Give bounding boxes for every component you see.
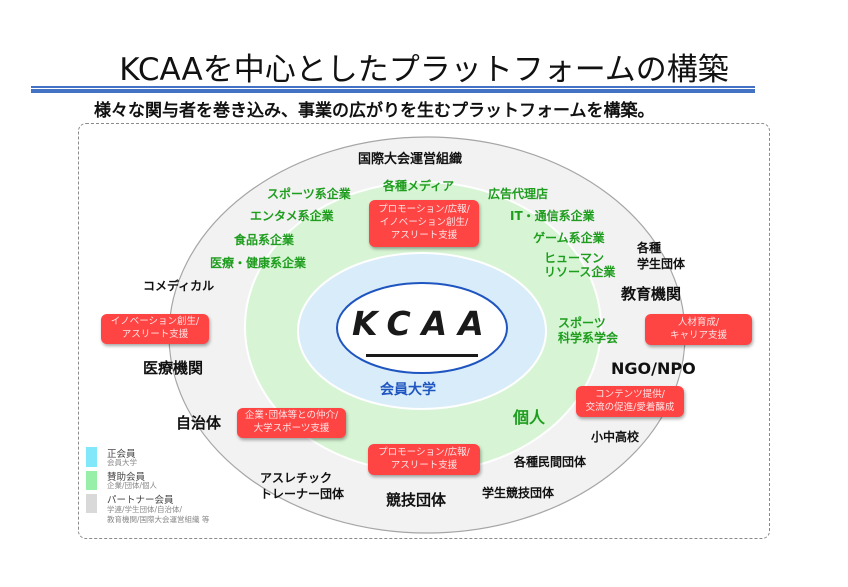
partner-label-ngo-npo: NGO/NPO [611, 359, 696, 378]
kcaa-logo: KCAA [352, 304, 495, 343]
sponsor-label-it-companies: IT・通信系企業 [510, 209, 595, 223]
page-subtitle: 様々な関与者を巻き込み、事業の広がりを生むプラットフォームを構築。 [94, 101, 655, 121]
partner-label-trainer-groups: トレーナー団体 [260, 487, 345, 501]
sponsor-label-medical-companies: 医療・健康系企業 [210, 256, 307, 270]
sponsor-label-sports: スポーツ [558, 316, 606, 330]
partner-label-education: 教育機関 [621, 285, 682, 303]
title-rule-thick [31, 89, 755, 93]
sponsor-label-entertainment-companies: エンタメ系企業 [250, 209, 334, 223]
sponsor-label-food-companies: 食品系企業 [234, 233, 295, 247]
partner-label-athletic: アスレチック [260, 471, 333, 485]
legend-desc-supporting: 企業/団体/個人 [107, 481, 158, 490]
title-rule-thin [31, 86, 755, 88]
role-box-line: 大学スポーツ支援 [253, 423, 330, 434]
sponsor-label-individual: 個人 [513, 408, 546, 427]
role-box-line: プロモーション/広報/ [378, 446, 470, 458]
legend-swatch-partner [86, 494, 97, 513]
legend-title-supporting: 賛助会員 [107, 472, 146, 483]
legend-swatch-regular [86, 447, 97, 467]
role-box-line: 交流の促進/愛着醸成 [585, 401, 675, 413]
legend-swatch-supporting [86, 471, 97, 490]
sponsor-label-science-society: 科学系学会 [558, 331, 619, 345]
legend-desc-partner-1: 学連/学生団体/自治体/ [107, 505, 183, 514]
role-box-line: アスリート支援 [390, 459, 458, 471]
legend-desc-partner-2: 教育機関/国際大会運営組織 等 [107, 515, 210, 524]
partner-label-sports-groups: 競技団体 [386, 491, 447, 509]
role-box-line: アスリート支援 [121, 329, 189, 340]
partner-label-schools: 小中高校 [591, 430, 640, 444]
partner-label-student-groups: 学生団体 [637, 257, 686, 271]
sponsor-label-game-companies: ゲーム系企業 [533, 231, 605, 245]
role-box-line: 企業･団体等との仲介/ [244, 410, 339, 422]
role-box-line: キャリア支援 [669, 329, 727, 341]
sponsor-label-ad-agencies: 広告代理店 [488, 187, 549, 201]
kcaa-logo-underline [366, 354, 478, 357]
partner-label-medical-institutions: 医療機関 [143, 359, 204, 377]
sponsor-label-resource-companies: リソース企業 [544, 265, 616, 279]
role-box-innovation: イノベーション創生/ アスリート支援 [101, 314, 209, 344]
legend-title-partner: パートナー会員 [107, 495, 174, 506]
role-box-line: コンテンツ提供/ [595, 388, 665, 400]
legend-title-regular: 正会員 [107, 449, 136, 460]
partner-label-intl-event-org: 国際大会運営組織 [358, 152, 463, 167]
role-box-line: プロモーション/広報/ [378, 204, 470, 216]
legend-desc-regular: 会員大学 [107, 458, 137, 467]
role-box-promotion-athlete: プロモーション/広報/ アスリート支援 [368, 444, 480, 475]
sponsor-label-media: 各種メディア [383, 179, 455, 193]
sponsor-label-sports-companies: スポーツ系企業 [267, 187, 351, 201]
role-box-line: アスリート支援 [390, 229, 458, 241]
sponsor-label-human: ヒューマン [544, 251, 605, 265]
role-box-line: イノベーション創生/ [110, 316, 200, 328]
member-university-label: 会員大学 [380, 382, 436, 398]
partner-label-municipality: 自治体 [176, 414, 222, 432]
partner-label-comedical: コメディカル [143, 279, 215, 293]
partner-label-private-groups: 各種民間団体 [514, 455, 587, 469]
role-box-content-exchange: コンテンツ提供/ 交流の促進/愛着醸成 [576, 386, 684, 417]
partner-label-various: 各種 [637, 241, 662, 255]
page-title: KCAAを中心としたプラットフォームの構築 [119, 52, 729, 88]
role-box-career-support: 人材育成/ キャリア支援 [645, 314, 752, 345]
kcaa-core [336, 282, 508, 374]
role-box-line: 人材育成/ [677, 316, 720, 328]
diagram-frame [78, 123, 770, 539]
role-box-mediation: 企業･団体等との仲介/ 大学スポーツ支援 [237, 408, 346, 438]
role-box-line: イノベーション創生/ [379, 217, 469, 229]
partner-label-student-sports-groups: 学生競技団体 [482, 486, 555, 500]
role-box-promotion-innovation: プロモーション/広報/ イノベーション創生/ アスリート支援 [369, 200, 479, 247]
